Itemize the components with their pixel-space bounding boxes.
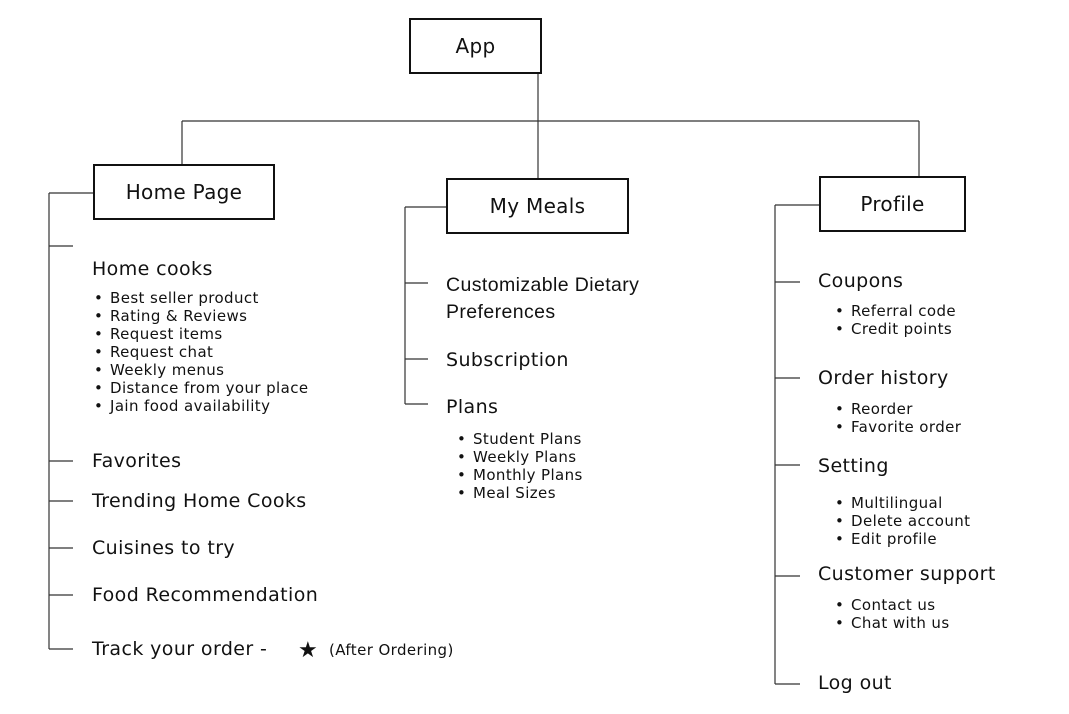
plans-bullets: Student Plans Weekly Plans Monthly Plans… (455, 430, 583, 502)
star-icon: ★ (298, 638, 318, 663)
list-item: Multilingual (833, 494, 970, 512)
list-item: Rating & Reviews (92, 307, 308, 325)
setting-label: Setting (818, 455, 889, 477)
list-item: Credit points (833, 320, 956, 338)
list-item: Request chat (92, 343, 308, 361)
list-item: Jain food availability (92, 397, 308, 415)
customer-support-bullets: Contact us Chat with us (833, 596, 950, 632)
after-ordering-note: (After Ordering) (329, 641, 454, 659)
list-item: Weekly menus (92, 361, 308, 379)
list-item: Request items (92, 325, 308, 343)
plans-label: Plans (446, 396, 499, 418)
list-item: Delete account (833, 512, 970, 530)
trending-home-cooks-label: Trending Home Cooks (92, 490, 307, 512)
track-your-order-label: Track your order - (92, 638, 268, 660)
log-out-label: Log out (818, 672, 892, 694)
dietary-preferences-label: Customizable Dietary Preferences (446, 274, 640, 323)
list-item: Meal Sizes (455, 484, 583, 502)
root-app-box: App (409, 18, 542, 74)
coupons-label: Coupons (818, 270, 904, 292)
list-item: Monthly Plans (455, 466, 583, 484)
list-item: Edit profile (833, 530, 970, 548)
food-recommendation-label: Food Recommendation (92, 584, 319, 606)
order-history-bullets: Reorder Favorite order (833, 400, 961, 436)
subscription-label: Subscription (446, 349, 569, 371)
list-item: Favorite order (833, 418, 961, 436)
list-item: Chat with us (833, 614, 950, 632)
list-item: Student Plans (455, 430, 583, 448)
favorites-label: Favorites (92, 450, 182, 472)
home-cooks-label: Home cooks (92, 258, 213, 280)
coupons-bullets: Referral code Credit points (833, 302, 956, 338)
cuisines-to-try-label: Cuisines to try (92, 537, 236, 559)
profile-box: Profile (819, 176, 966, 232)
list-item: Contact us (833, 596, 950, 614)
list-item: Best seller product (92, 289, 308, 307)
list-item: Weekly Plans (455, 448, 583, 466)
list-item: Reorder (833, 400, 961, 418)
order-history-label: Order history (818, 367, 949, 389)
customer-support-label: Customer support (818, 563, 996, 585)
my-meals-box: My Meals (446, 178, 629, 234)
list-item: Referral code (833, 302, 956, 320)
home-page-box: Home Page (93, 164, 275, 220)
home-cooks-bullets: Best seller product Rating & Reviews Req… (92, 289, 308, 415)
setting-bullets: Multilingual Delete account Edit profile (833, 494, 970, 548)
list-item: Distance from your place (92, 379, 308, 397)
